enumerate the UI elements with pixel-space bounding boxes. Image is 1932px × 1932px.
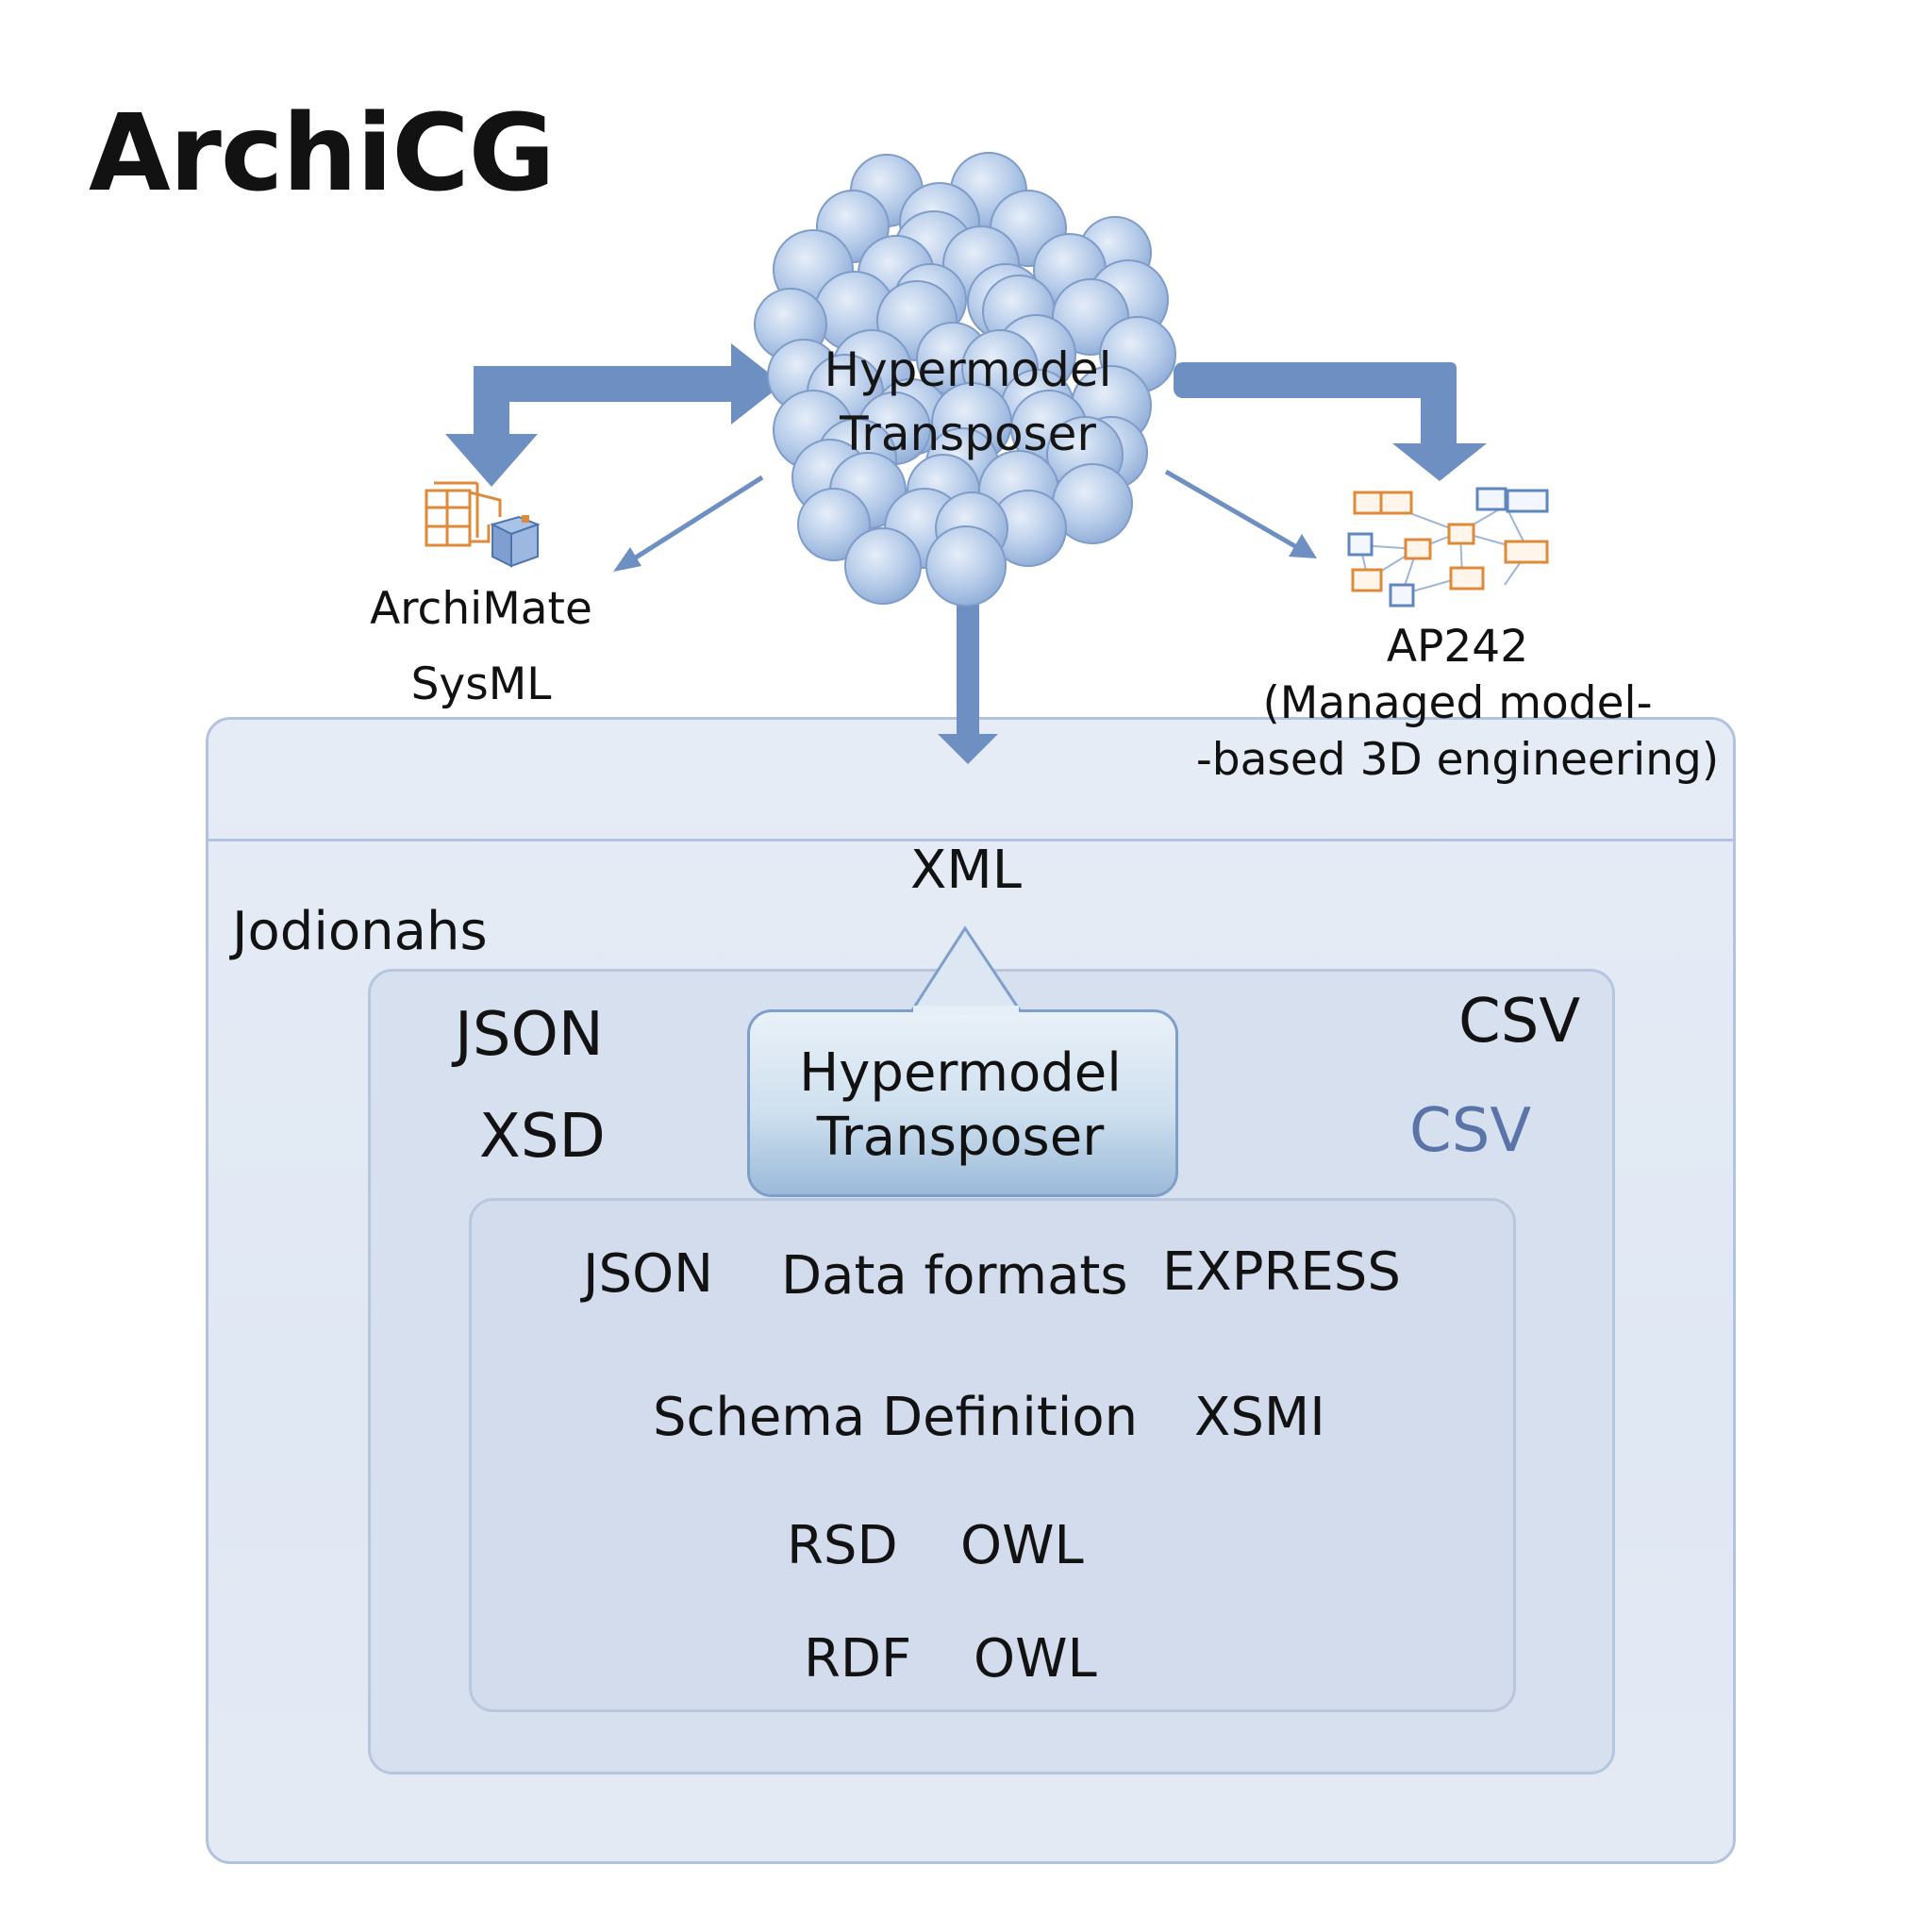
callout-line1: Hypermodel: [799, 1042, 1122, 1104]
inner-row3-item2: OWL: [960, 1515, 1084, 1576]
container-side-label: Jodionahs: [232, 901, 488, 962]
inner-row1-item1: JSON: [583, 1243, 714, 1305]
left-bent-arrow: [445, 343, 783, 487]
sphere-node: [925, 525, 1007, 607]
hub-label: Hypermodel Transposer: [779, 338, 1157, 466]
inner-row2-item2: XSMI: [1194, 1387, 1325, 1448]
inner-row3-item1: RSD: [787, 1515, 898, 1576]
callout-label: Hypermodel Transposer: [753, 1041, 1168, 1170]
inner-row1-item2: Data formats: [781, 1245, 1128, 1307]
mid-label-csv-blue: CSV: [1409, 1096, 1532, 1166]
right-node-label: AP242 (Managed model- -based 3D engineer…: [1193, 619, 1722, 789]
sphere-node: [797, 488, 871, 561]
inner-container: [469, 1198, 1516, 1712]
left-node-line1: ArchiMate: [370, 583, 592, 635]
right-node-line2: (Managed model-: [1262, 677, 1653, 729]
callout-line2: Transposer: [816, 1107, 1105, 1168]
inner-row2-item1: Schema Definition: [653, 1387, 1139, 1448]
hub-line2: Transposer: [840, 407, 1096, 461]
hub-line1: Hypermodel: [824, 342, 1112, 397]
mid-label-csv-black: CSV: [1458, 987, 1581, 1057]
mid-label-xsd: XSD: [479, 1102, 606, 1172]
sphere-node: [844, 527, 922, 605]
outer-container-divider: [206, 839, 1736, 841]
archimate-sysml-icon: [425, 481, 541, 568]
ap242-network-icon: [1347, 487, 1549, 608]
center-down-arrow: [938, 591, 998, 764]
inner-row4-item1: RDF: [804, 1628, 912, 1690]
inner-row1-item3: EXPRESS: [1162, 1241, 1401, 1303]
thin-arrows: [626, 469, 1302, 565]
diagram-title: ArchiCG: [89, 92, 556, 215]
container-header-label: XML: [910, 840, 1022, 901]
hypermodel-sphere-cluster-icon: [754, 152, 1176, 607]
right-node-line3: -based 3D engineering): [1195, 734, 1720, 786]
right-node-line1: AP242: [1386, 621, 1529, 673]
left-node-line2: SysML: [410, 658, 552, 710]
left-node-label: ArchiMate SysML: [340, 572, 623, 723]
inner-row4-item2: OWL: [974, 1628, 1097, 1690]
mid-label-json: JSON: [455, 1000, 604, 1070]
right-bent-arrow: [1174, 362, 1487, 481]
